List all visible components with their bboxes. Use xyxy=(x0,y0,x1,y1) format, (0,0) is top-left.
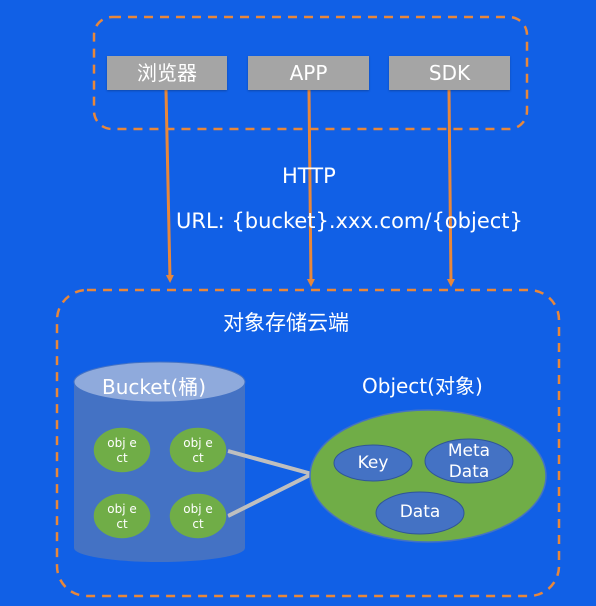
cloud-title: 对象存储云端 xyxy=(223,311,349,335)
bucket-object-2-label: obj ect xyxy=(183,436,213,465)
object-key-part xyxy=(333,444,413,482)
bucket-object-2 xyxy=(168,426,228,474)
protocol-label: HTTP xyxy=(282,164,336,188)
browser-arrow xyxy=(164,89,174,283)
object-data-part xyxy=(375,491,465,535)
sdk-box: SDK xyxy=(389,56,510,90)
object-label: Object(对象) xyxy=(362,374,483,398)
browser-box: 浏览器 xyxy=(107,56,227,90)
bucket-object-4-label: obj ect xyxy=(183,502,213,531)
app-box: APP xyxy=(248,56,369,90)
connector-bottom xyxy=(227,472,313,518)
bucket-label: Bucket(桶) xyxy=(102,375,207,399)
app-arrow xyxy=(306,89,315,287)
bucket-object-3-label: obj ect xyxy=(107,502,137,531)
url-pattern-label: URL: {bucket}.xxx.com/{object} xyxy=(176,209,523,233)
object-meta-part xyxy=(424,438,514,484)
object-key-label: Key xyxy=(357,453,389,473)
object-meta-label: Meta xyxy=(447,441,491,461)
sdk-arrow xyxy=(446,89,455,287)
bucket-object-4 xyxy=(168,492,228,540)
bucket-object-1 xyxy=(92,426,152,474)
object-data-label: Data xyxy=(399,502,441,522)
bucket-object-1-label: obj ect xyxy=(107,436,137,465)
cloud-group-border xyxy=(55,288,561,598)
connector-top xyxy=(227,449,313,476)
bucket-object-3 xyxy=(92,492,152,540)
object-meta-label-2: Data xyxy=(448,462,490,482)
